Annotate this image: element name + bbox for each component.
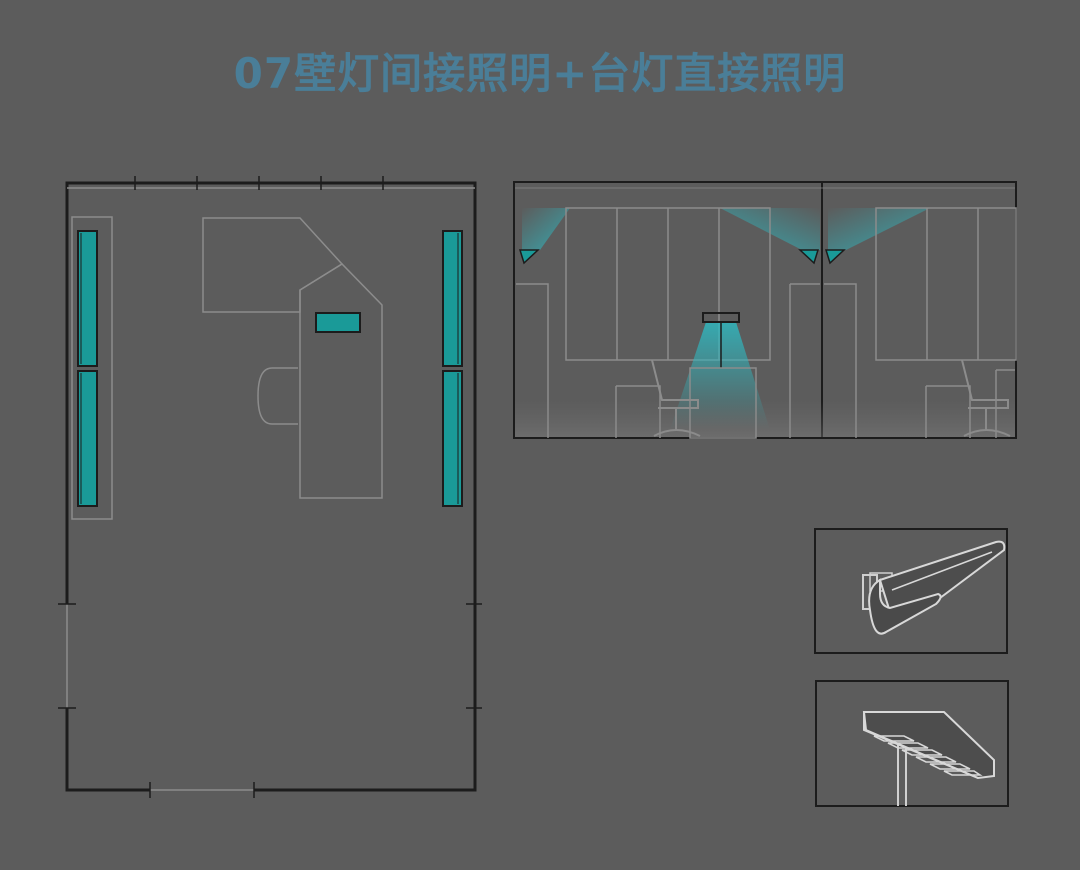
wall-lamp-body (878, 540, 1006, 614)
section-view (513, 181, 1017, 439)
desk-lamp-detail-frame (815, 680, 1009, 807)
floor-plan (58, 176, 482, 798)
wall-lamp-detail-frame (814, 528, 1008, 654)
desk-lamp-grille (873, 735, 983, 776)
wall-lamp-detail (814, 528, 1008, 654)
page-title: 07壁灯间接照明+台灯直接照明 (233, 49, 847, 98)
section-wall-lamp-mid-right (824, 249, 846, 265)
plan-desk-top (202, 217, 344, 313)
section-wall-lamp-left (518, 249, 540, 265)
desk-lamp-head (862, 711, 995, 780)
section-desk-lamp (702, 312, 740, 323)
section-right-cabinets (824, 207, 1017, 438)
section-beam-left-wall (522, 208, 570, 250)
plan-left-cabinet (71, 216, 113, 520)
section-wall-lamp-mid-left (798, 249, 820, 265)
plan-wall-lamp-right-upper (442, 230, 463, 367)
desk-lamp-detail (815, 680, 1009, 807)
plan-wall-lamp-right-lower (442, 370, 463, 507)
section-beam-mid-right (828, 208, 930, 250)
plan-desk-lamp (315, 312, 361, 333)
plan-chair (257, 367, 298, 425)
plan-outer-wall (65, 181, 477, 792)
plan-wall-lamp-left-lower (77, 370, 98, 507)
plan-wall-lamp-left-upper (77, 230, 98, 367)
plan-desk-side (299, 263, 383, 499)
plan-top-ticks (134, 176, 384, 190)
